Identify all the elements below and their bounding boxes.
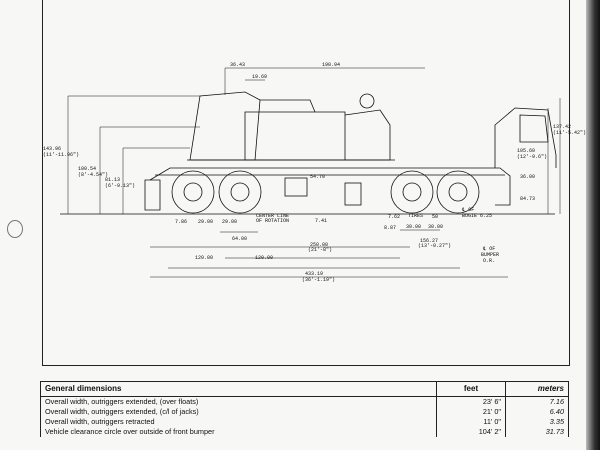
row-label: Overall width, outriggers retracted — [40, 417, 437, 427]
dim-label: 30.00 — [428, 224, 443, 230]
crane-dimension-drawing: 36.43 19.69 190.94 143.96 (11'-11.96") 1… — [43, 62, 586, 283]
dim-label: 36.43 — [230, 62, 245, 68]
wheels — [171, 170, 480, 214]
dim-label: 137.42 — [553, 124, 571, 130]
dim-label: 190.94 — [322, 62, 340, 68]
dim-label: ℄ OF — [482, 246, 495, 252]
dim-label: 156.27 — [420, 238, 438, 244]
dim-label: CENTER LINE — [256, 213, 289, 219]
table-row: Overall width, outriggers retracted 11' … — [40, 417, 569, 427]
dim-label: 100.54 — [78, 166, 96, 172]
header-label: General dimensions — [40, 381, 437, 397]
dim-label: (21'-8") — [308, 247, 332, 253]
operator-cab — [189, 91, 261, 161]
row-feet: 21' 0" — [436, 407, 506, 417]
dim-label: 30.00 — [406, 224, 421, 230]
drawing-frame — [42, 0, 570, 366]
row-feet: 23' 6" — [436, 396, 506, 407]
dim-label: 120.00 — [195, 255, 213, 261]
table-row: Overall width, outriggers extended, (ove… — [40, 396, 569, 407]
dim-label: 250.00 — [310, 242, 328, 248]
dim-label: (13'-0.27") — [418, 243, 451, 249]
dim-label: 84.73 — [520, 196, 535, 202]
dim-label: 64.00 — [232, 236, 247, 242]
dim-label: 19.69 — [252, 74, 267, 80]
row-feet: 11' 0" — [436, 417, 506, 427]
row-meters: 7.16 — [505, 396, 569, 407]
dim-label: (8'-4.54") — [78, 172, 108, 178]
dim-label: 29.00 — [222, 219, 237, 225]
dim-label: 120.00 — [255, 255, 273, 261]
header-feet: feet — [436, 381, 506, 397]
boom-pivot — [359, 93, 375, 109]
dim-label: (11'-11.96") — [43, 152, 79, 158]
row-label: Overall width, outriggers extended, (ove… — [40, 396, 437, 407]
header-meters: meters — [505, 381, 569, 397]
dim-label: 50 — [432, 214, 438, 220]
table-row: Overall width, outriggers extended, (c/l… — [40, 407, 569, 417]
dim-label: 36.00 — [520, 174, 535, 180]
counterweight-body — [244, 111, 346, 161]
row-feet: 104' 2" — [436, 427, 506, 437]
dim-label: 8.87 — [384, 225, 396, 231]
dim-label: 81.13 — [105, 177, 120, 183]
row-label: Overall width, outriggers extended, (c/l… — [40, 407, 437, 417]
dim-label: 29.00 — [198, 219, 213, 225]
carrier-cab — [494, 107, 557, 168]
dim-label: 105.60 — [517, 148, 535, 154]
chassis — [149, 167, 511, 206]
dim-label: (6'-9.13") — [105, 183, 135, 189]
table-row: Vehicle clearance circle over outside of… — [40, 427, 569, 437]
row-meters: 6.40 — [505, 407, 569, 417]
dim-label: BUMPER — [481, 252, 499, 258]
dim-label: 54.70 — [310, 174, 325, 180]
table-header: General dimensions feet meters — [40, 381, 569, 397]
dim-label: 143.96 — [43, 146, 61, 152]
dim-label: (36'-1.19") — [302, 277, 335, 283]
dim-label: 7.86 — [175, 219, 187, 225]
dim-label: (12'-9.6") — [517, 154, 547, 160]
general-dimensions-table: General dimensions feet meters Overall w… — [40, 381, 569, 437]
outrigger-box — [284, 177, 308, 197]
row-meters: 3.35 — [505, 417, 569, 427]
boom-base — [344, 109, 391, 161]
dim-label: 7.62 — [388, 214, 400, 220]
dim-label: 433.19 — [305, 271, 323, 277]
dim-label: 6.25 — [480, 213, 492, 219]
row-meters: 31.73 — [505, 427, 569, 437]
dim-label: ℄ OF — [461, 207, 474, 213]
row-label: Vehicle clearance circle over outside of… — [40, 427, 437, 437]
dim-label: 7.41 — [315, 218, 327, 224]
dim-label: OF ROTATION — [256, 218, 289, 224]
dim-label: BOGIE — [462, 213, 477, 219]
page-edge — [586, 0, 600, 450]
dim-label: TIRES — [408, 213, 423, 219]
outrigger-jack — [344, 182, 362, 206]
dim-label: O.R. — [483, 258, 495, 264]
dim-label: (11'-5.42") — [553, 130, 586, 136]
binder-hole — [7, 220, 23, 238]
